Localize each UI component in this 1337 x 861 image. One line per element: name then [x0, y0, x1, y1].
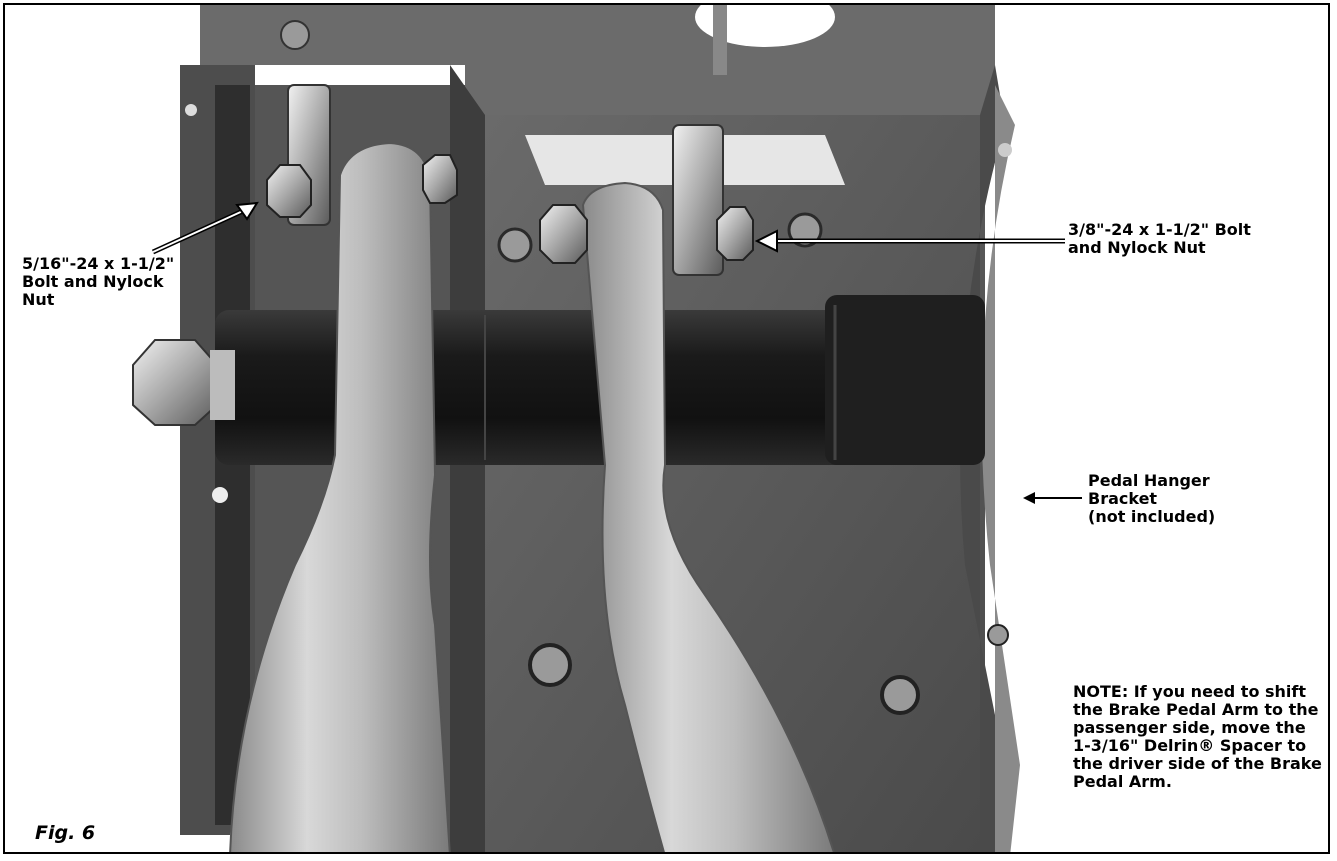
arrow-bracket — [1023, 492, 1082, 504]
left-wall-hole-2 — [212, 487, 228, 503]
figure-frame: 5/16"-24 x 1-1/2" Bolt and Nylock Nut 3/… — [3, 3, 1330, 854]
shaft-highlight — [825, 295, 985, 465]
callout-bracket-line-3: (not included) — [1088, 507, 1216, 526]
note-block: NOTE: If you need to shift the Brake Ped… — [1073, 683, 1322, 791]
plate-bolt-2 — [787, 212, 823, 248]
note-line-5: the driver side of the Brake — [1073, 754, 1322, 773]
callout-bracket: Pedal Hanger Bracket (not included) — [1088, 472, 1215, 526]
callout-bracket-line-2: Bracket — [1088, 489, 1158, 508]
callout-left-bolt: 5/16"-24 x 1-1/2" Bolt and Nylock Nut — [22, 255, 174, 309]
left-bolt-nut — [266, 164, 312, 218]
plate-bolt-3 — [528, 643, 572, 687]
callout-left-line-1: 5/16"-24 x 1-1/2" — [22, 254, 175, 273]
left-wall-hole — [185, 104, 197, 116]
pedal-assembly-photo — [132, 5, 1082, 852]
top-rod — [713, 5, 727, 75]
arrow-right-bolt — [754, 229, 1065, 253]
top-hole — [695, 5, 835, 47]
arrow-left-bolt — [151, 201, 259, 255]
note-line-3: passenger side, move the — [1073, 718, 1306, 737]
right-bolt-nut — [716, 206, 754, 261]
note-line-1: NOTE: If you need to shift — [1073, 682, 1307, 701]
callout-right-line-2: and Nylock Nut — [1068, 238, 1206, 257]
bracket-right-edge — [981, 85, 1020, 852]
plate-bolt-1 — [497, 227, 533, 263]
callout-right-line-1: 3/8"-24 x 1-1/2" Bolt — [1068, 220, 1251, 239]
left-bolt-nut-2 — [422, 154, 458, 204]
left-pedal-arm — [229, 141, 451, 852]
top-bolt — [280, 20, 310, 50]
right-pedal-arm — [581, 181, 835, 852]
callout-bracket-line-1: Pedal Hanger — [1088, 471, 1210, 490]
right-arm-upper-tube — [672, 124, 724, 276]
callout-right-bolt: 3/8"-24 x 1-1/2" Bolt and Nylock Nut — [1068, 221, 1251, 257]
callout-left-line-3: Nut — [22, 290, 55, 309]
note-line-4: 1-3/16" Delrin® Spacer to — [1073, 736, 1307, 755]
plate-bolt-5 — [987, 624, 1009, 646]
note-line-6: Pedal Arm. — [1073, 772, 1172, 791]
right-wall-hole — [998, 143, 1012, 157]
figure-caption: Fig. 6 — [35, 822, 96, 844]
shaft-end-nut — [132, 339, 218, 426]
plate-bolt-4 — [880, 675, 920, 715]
note-line-2: the Brake Pedal Arm to the — [1073, 700, 1319, 719]
callout-left-line-2: Bolt and Nylock — [22, 272, 164, 291]
right-bolt-nut-left — [539, 204, 588, 264]
